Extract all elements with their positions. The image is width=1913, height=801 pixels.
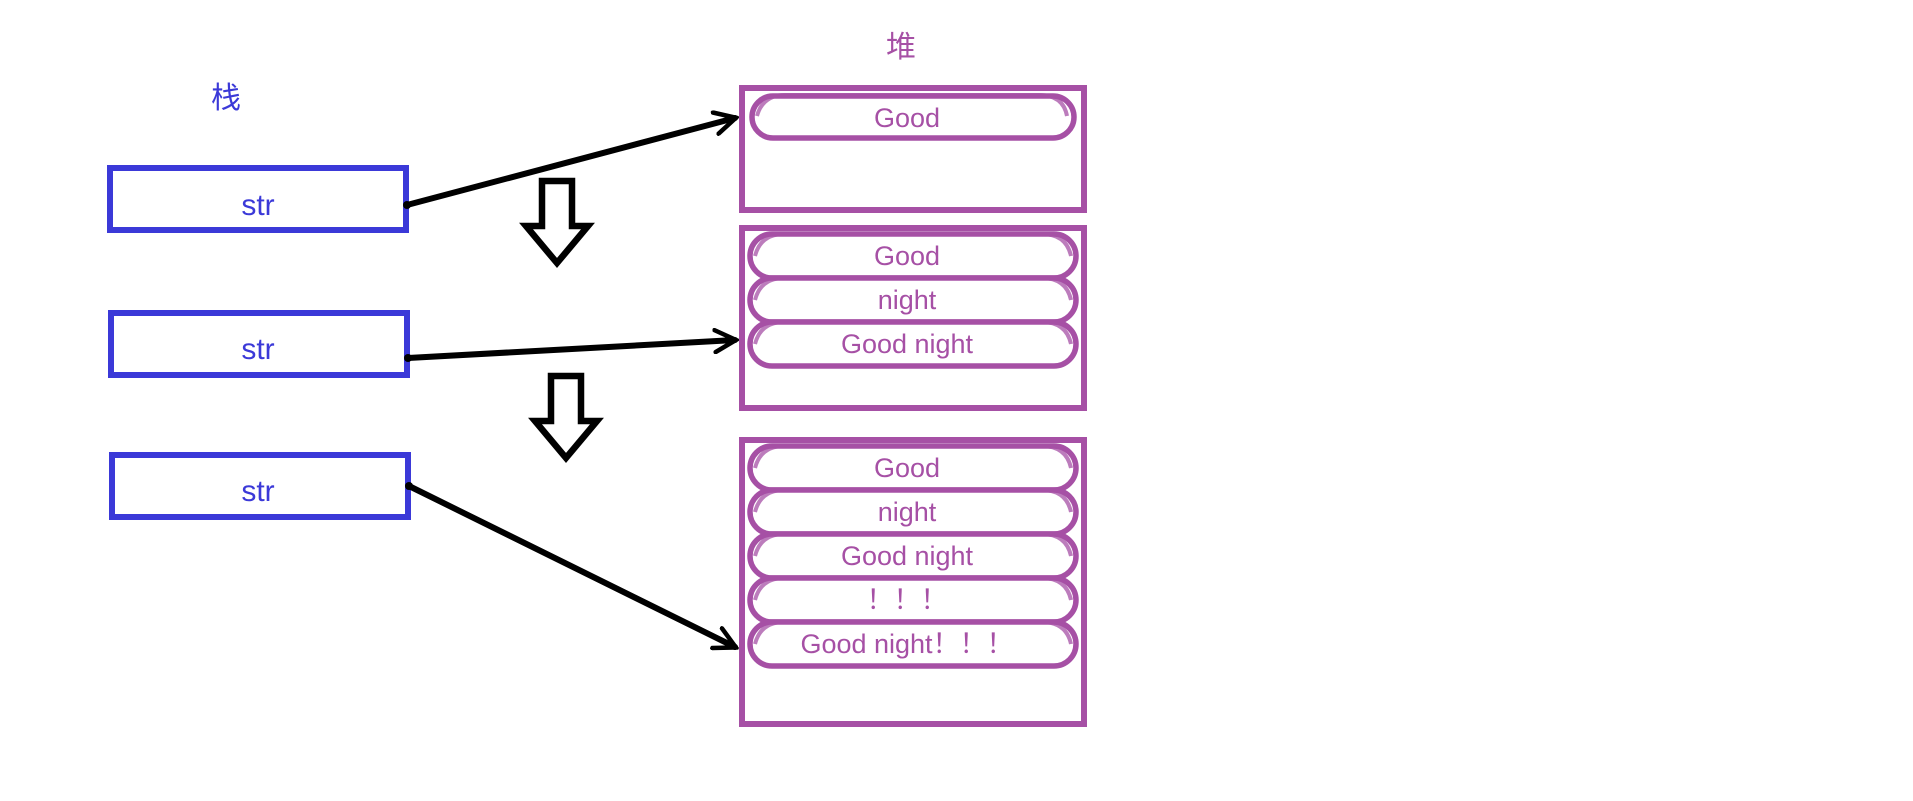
heap-box-3-cell-label: night [877,497,937,527]
heap-cell-pill[interactable] [747,531,1079,581]
heap-box-2-cell-label: Good night [840,329,974,359]
heap-box-1[interactable] [739,85,1087,213]
stack-box-2[interactable] [108,310,410,378]
heap-cell-pill[interactable] [749,92,1077,141]
stack-box-1-label: str [241,189,275,222]
heap-box-3-cell-label: Good [873,453,941,483]
heap-box-2[interactable] [739,225,1087,411]
heading-stack: 栈 [211,82,241,115]
stack-box-3[interactable] [109,452,411,520]
heading-heap: 堆 [886,31,916,64]
heap-cell-pill[interactable] [747,443,1079,493]
heap-box-3[interactable] [739,437,1087,727]
heap-box-3-cell-label: Good night！！！ [800,629,1014,659]
step-arrow-1 [519,177,595,269]
heap-box-3-cell-label: ！！！ [866,585,948,615]
stack-box-2-label: str [241,333,275,366]
pointer-arrow-1 [403,118,735,209]
heap-box-1-cell-label: Good [873,103,941,133]
heap-box-3-cell-label: Good night [840,541,974,571]
heap-cell-pill[interactable] [747,231,1079,281]
heap-cell-pill[interactable] [747,575,1079,625]
stack-box-1[interactable] [107,165,409,233]
heap-box-2-cell-label: Good [873,241,941,271]
heap-cell-pill[interactable] [747,487,1079,537]
pointer-arrow-2 [404,340,735,362]
heap-cell-pill[interactable] [747,319,1079,369]
step-arrow-2 [528,372,604,464]
pointer-arrow-3 [405,482,735,647]
heap-cell-pill[interactable] [747,275,1079,325]
heap-box-2-cell-label: night [877,285,937,315]
heap-cell-pill[interactable] [747,619,1079,669]
stack-box-3-label: str [241,475,275,508]
